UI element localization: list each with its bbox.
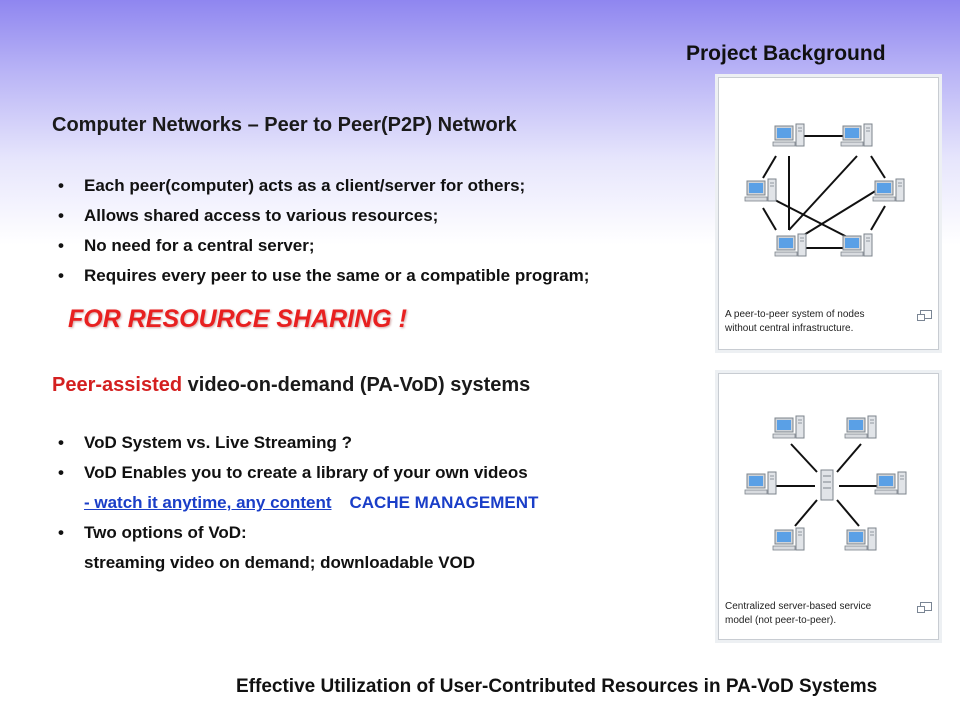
slogan-text: FOR RESOURCE SHARING !	[68, 305, 407, 333]
bullet-list-p2p: Each peer(computer) acts as a client/ser…	[58, 171, 589, 291]
enlarge-icon[interactable]	[917, 602, 932, 613]
figure-caption: A peer-to-peer system of nodes without c…	[725, 308, 915, 336]
bullet-continuation: - watch it anytime, any content CACHE MAN…	[58, 488, 538, 518]
peer-computer-icon	[774, 233, 807, 257]
cache-management-note: CACHE MANAGEMENT	[349, 493, 539, 512]
centralized-network-figure: Centralized server-based service model (…	[718, 373, 939, 640]
title-highlight: Peer-assisted	[52, 374, 183, 396]
figure-caption: Centralized server-based service model (…	[725, 600, 915, 628]
peer-computer-icon	[872, 178, 905, 202]
bullet-continuation: streaming video on demand; downloadable …	[84, 553, 476, 572]
page-title: Project Background	[686, 42, 886, 65]
peer-computer-icon	[772, 123, 805, 147]
p2p-network-diagram	[744, 123, 905, 257]
p2p-network-figure: A peer-to-peer system of nodes without c…	[718, 77, 939, 350]
bullet-item: Each peer(computer) acts as a client/ser…	[58, 171, 589, 201]
peer-computer-icon	[840, 123, 873, 147]
caption-line: without central infrastructure.	[725, 323, 854, 334]
footer-title: Effective Utilization of User-Contribute…	[236, 676, 878, 697]
bullet-item: Requires every peer to use the same or a…	[58, 261, 589, 291]
enlarge-icon[interactable]	[917, 310, 932, 321]
section-title-pavod: Peer-assisted video-on-demand (PA-VoD) s…	[52, 374, 530, 397]
peer-computer-icon	[744, 178, 777, 202]
server-icon	[820, 469, 834, 501]
client-computer-icon	[772, 527, 805, 551]
bullet-item: VoD System vs. Live Streaming ?	[58, 428, 538, 458]
section-title-p2p: Computer Networks – Peer to Peer(P2P) Ne…	[52, 114, 517, 136]
caption-line: A peer-to-peer system of nodes	[725, 309, 865, 320]
watch-anytime-link[interactable]: - watch it anytime, any content	[84, 493, 332, 512]
peer-computer-icon	[840, 233, 873, 257]
client-computer-icon	[874, 471, 907, 495]
caption-line: model (not peer-to-peer).	[725, 615, 837, 626]
caption-line: Centralized server-based service	[725, 601, 872, 612]
client-computer-icon	[772, 415, 805, 439]
client-computer-icon	[744, 471, 777, 495]
bullet-item: No need for a central server;	[58, 231, 589, 261]
centralized-network-diagram	[744, 415, 907, 551]
bullet-list-vod: VoD System vs. Live Streaming ? VoD Enab…	[58, 428, 538, 578]
bullet-item: Allows shared access to various resource…	[58, 201, 589, 231]
bullet-item: VoD Enables you to create a library of y…	[58, 458, 538, 488]
title-rest: video-on-demand (PA-VoD) systems	[182, 374, 531, 396]
client-computer-icon	[844, 415, 877, 439]
bullet-item: Two options of VoD:	[58, 518, 538, 548]
client-computer-icon	[844, 527, 877, 551]
